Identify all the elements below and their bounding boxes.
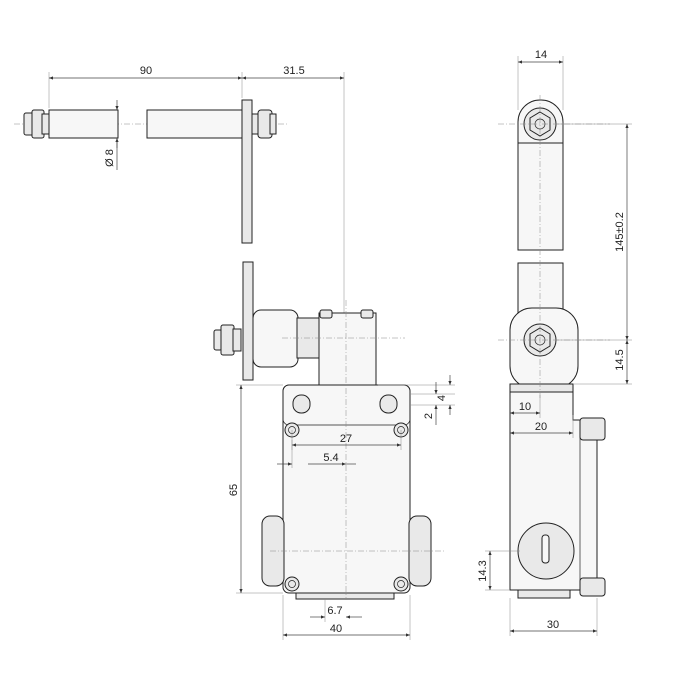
dim-rod-diameter: Ø 8 bbox=[104, 100, 119, 170]
dim-label-14-5: 14.5 bbox=[614, 349, 626, 370]
dim-rod-length: 90 bbox=[48, 65, 243, 108]
dim-label-14-3: 14.3 bbox=[477, 560, 489, 581]
switch-side-view bbox=[498, 95, 610, 599]
dim-body-depth: 30 bbox=[509, 598, 598, 636]
dim-cable-height: 14.3 bbox=[477, 550, 520, 591]
dim-label-145: 145±0.2 bbox=[614, 212, 626, 252]
dim-roller-height: 14.5 bbox=[573, 340, 632, 385]
dim-label-90: 90 bbox=[140, 65, 152, 77]
dim-body-width: 40 bbox=[282, 595, 411, 640]
dim-label-20: 20 bbox=[535, 421, 547, 433]
switch-front-view bbox=[213, 261, 445, 600]
dim-body-height: 65 bbox=[228, 384, 283, 594]
dim-label-5-4: 5.4 bbox=[323, 452, 338, 464]
dim-label-6-7: 6.7 bbox=[327, 605, 342, 617]
dim-label-10: 10 bbox=[519, 401, 531, 413]
dim-label-30: 30 bbox=[547, 619, 559, 631]
dim-label-4: 4 bbox=[436, 395, 448, 401]
dim-label-65: 65 bbox=[228, 484, 240, 496]
dim-depth-20: 20 bbox=[510, 415, 574, 438]
actuator-rod-view bbox=[14, 99, 288, 244]
dim-label-27: 27 bbox=[340, 433, 352, 445]
dim-top-gaps: 4 2 bbox=[378, 375, 455, 425]
dim-bottom-offset: 6.7 bbox=[310, 599, 362, 622]
dim-label-40: 40 bbox=[330, 623, 342, 635]
dim-label-14: 14 bbox=[535, 49, 547, 61]
dim-offset-10: 10 bbox=[510, 395, 541, 418]
dim-roller-width: 14 bbox=[517, 49, 564, 110]
dim-label-diameter: Ø 8 bbox=[104, 149, 116, 167]
dim-label-31-5: 31.5 bbox=[283, 65, 304, 77]
dim-label-2: 2 bbox=[423, 413, 435, 419]
dim-hole-offset: 5.4 bbox=[277, 440, 356, 468]
dim-lever-length: 145±0.2 bbox=[555, 123, 632, 341]
